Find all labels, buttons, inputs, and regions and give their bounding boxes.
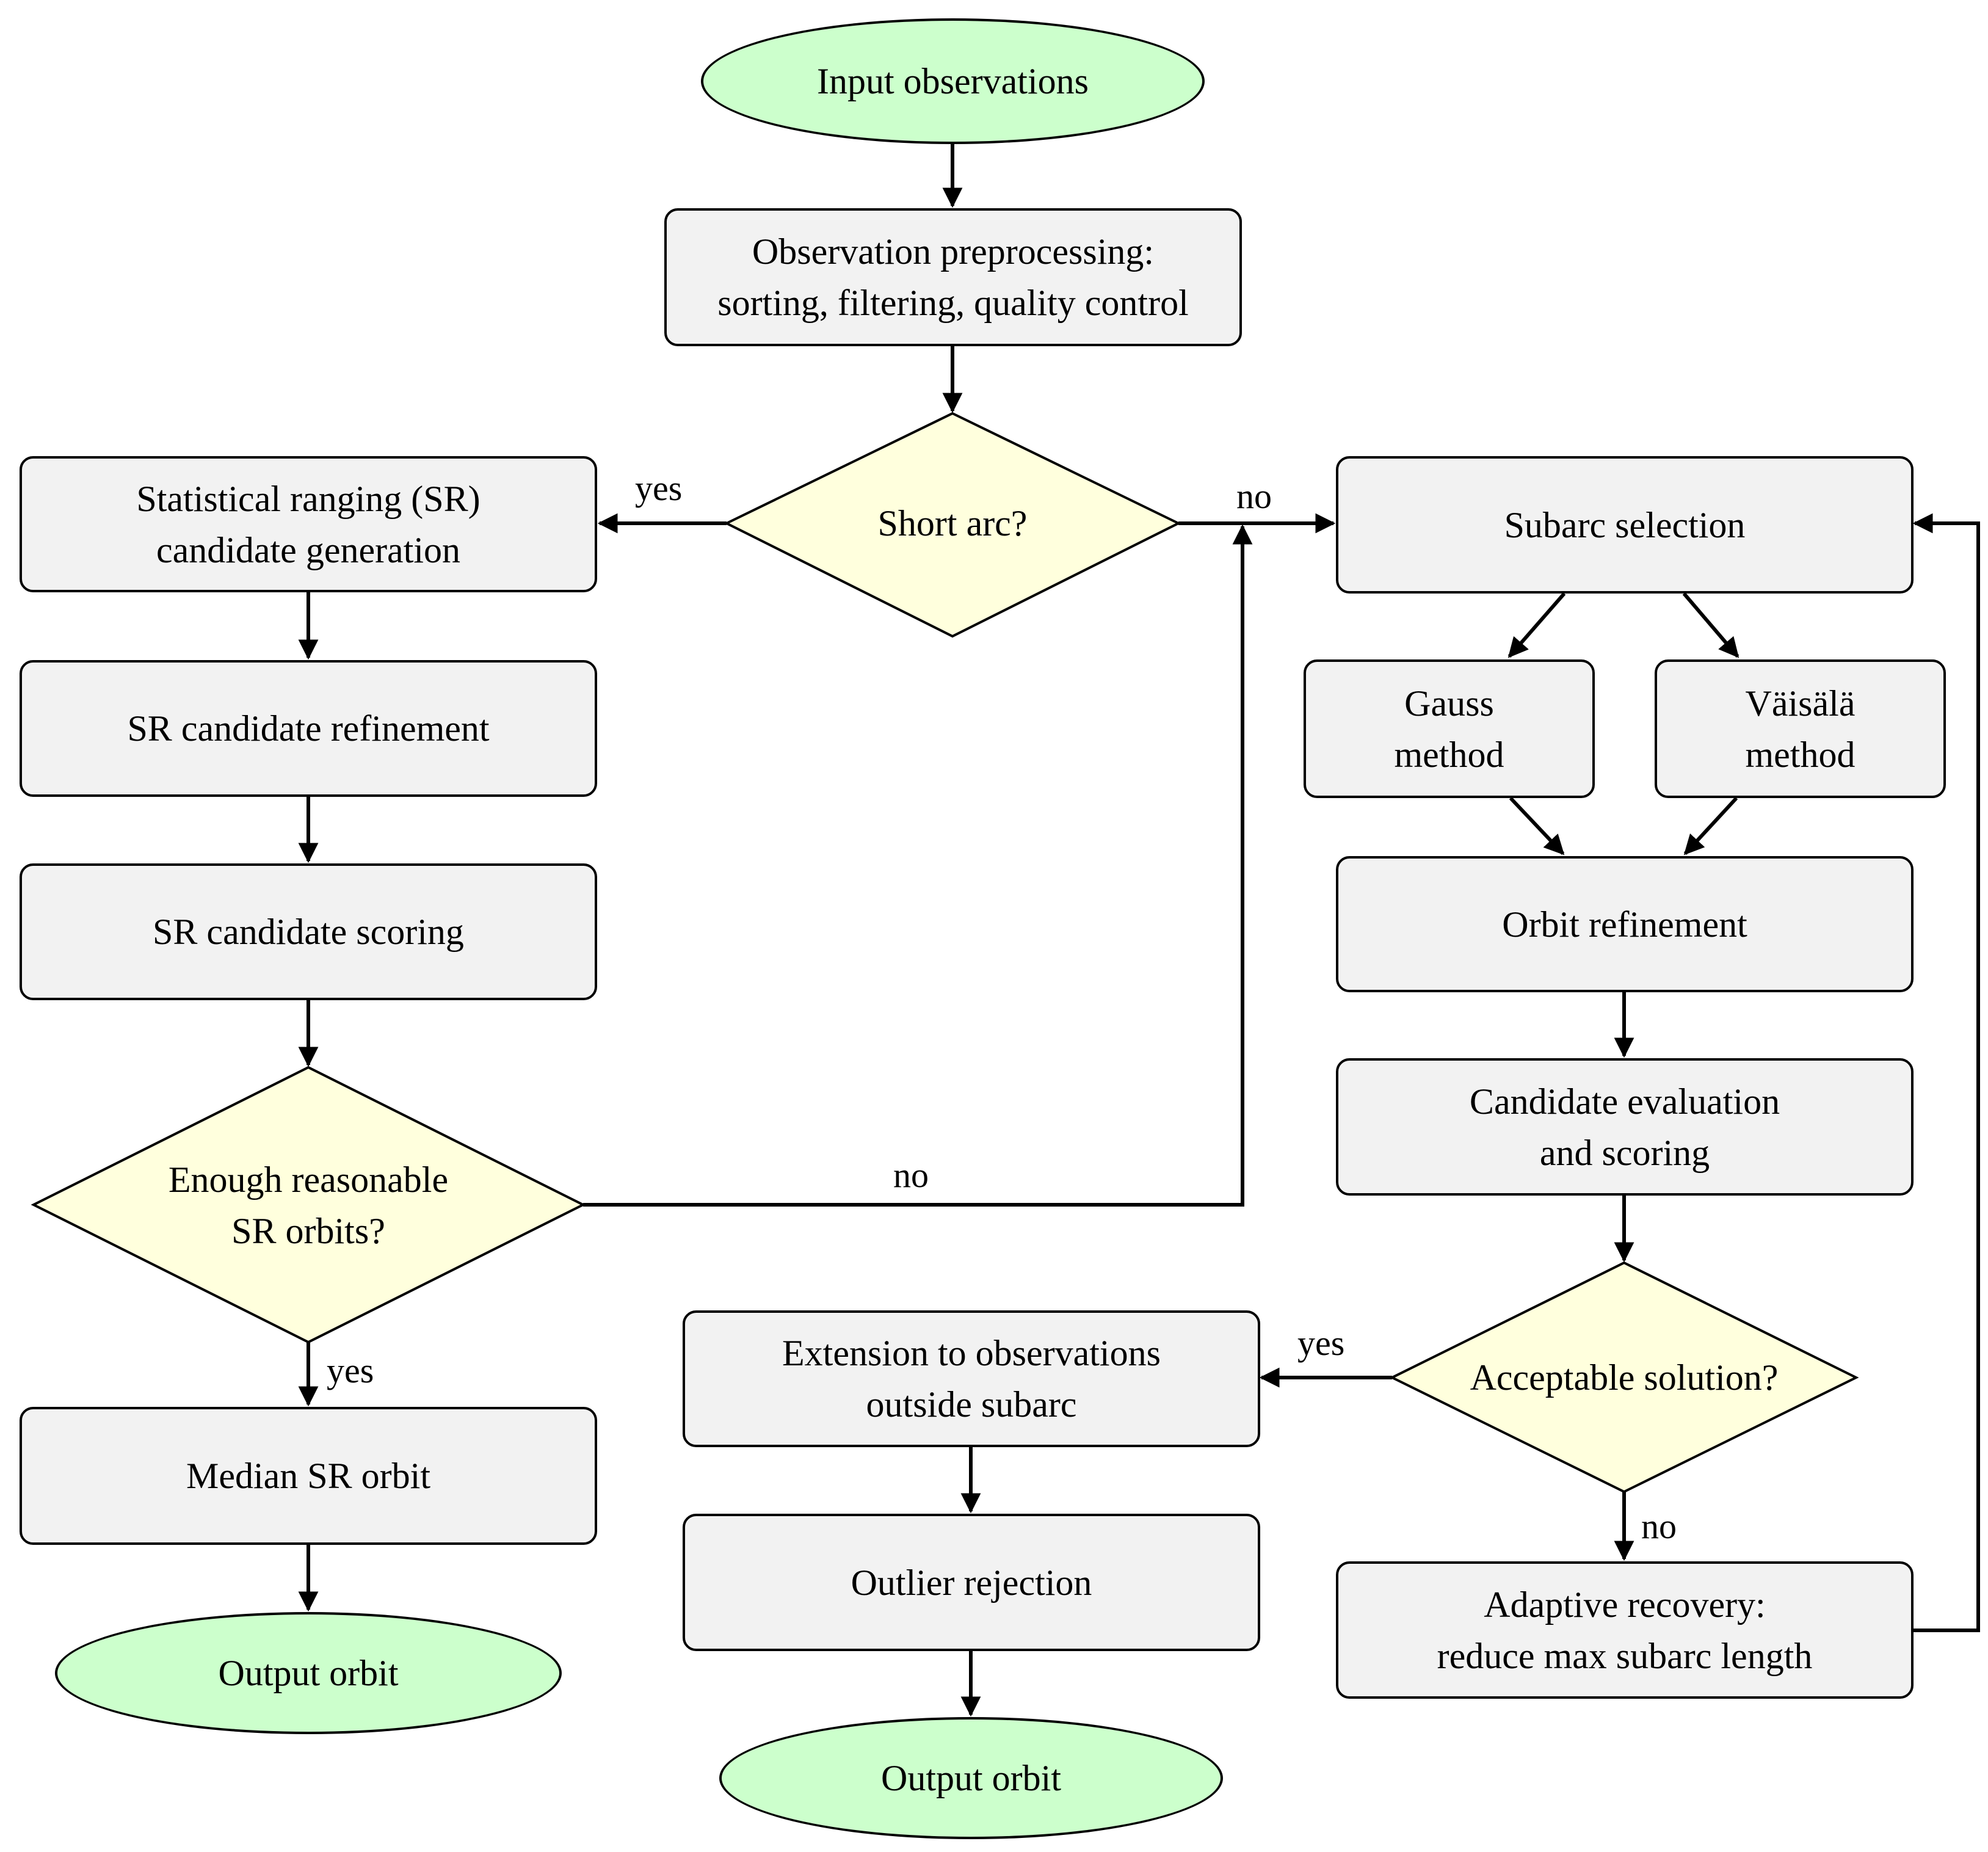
edge-subarc-to-gauss xyxy=(1507,592,1566,658)
decision-short-arc-label: Short arc? xyxy=(877,503,1028,543)
terminal-label: Output orbit xyxy=(881,1758,1061,1798)
process-orbit-refinement: Orbit refinement xyxy=(1336,856,1914,992)
process-label: Median SR orbit xyxy=(186,1456,430,1496)
edge-label-short-arc-no: no xyxy=(1236,476,1272,516)
process-label: SR candidate scoring xyxy=(153,912,464,952)
terminal-input-observations: Input observations xyxy=(701,18,1205,144)
decision-short-arc-shape xyxy=(724,412,1181,638)
terminal-label: Output orbit xyxy=(218,1653,399,1693)
process-label: Outlier rejection xyxy=(851,1562,1092,1603)
process-vaisala-method: Väisälä method xyxy=(1655,659,1946,798)
edge-gauss-to-orbit-refinement xyxy=(1509,796,1565,855)
process-label: Orbit refinement xyxy=(1502,904,1747,945)
edge-label-enough-sr-no: no xyxy=(893,1155,929,1195)
edge-subarc-to-vaisala xyxy=(1682,592,1740,658)
edge-label-short-arc-yes: yes xyxy=(635,468,683,508)
process-label: Subarc selection xyxy=(1504,504,1746,545)
terminal-output-orbit-middle: Output orbit xyxy=(719,1717,1223,1839)
decision-acceptable-label: Acceptable solution? xyxy=(1470,1357,1779,1398)
process-subarc-selection: Subarc selection xyxy=(1336,456,1914,594)
process-label: Väisälä method xyxy=(1745,683,1856,775)
edge-enough-sr-no xyxy=(583,524,1253,1207)
process-sr-generation: Statistical ranging (SR) candidate gener… xyxy=(20,456,597,592)
edge-label-enough-sr-yes: yes xyxy=(327,1351,374,1390)
process-sr-refinement: SR candidate refinement xyxy=(20,660,597,797)
process-label: Observation preprocessing: sorting, filt… xyxy=(717,231,1189,323)
process-label: Candidate evaluation and scoring xyxy=(1469,1081,1780,1173)
terminal-output-orbit-left: Output orbit xyxy=(55,1612,562,1734)
process-extension: Extension to observations outside subarc xyxy=(683,1310,1260,1447)
decision-enough-sr-label: Enough reasonable SR orbits? xyxy=(168,1160,449,1251)
process-outlier-rejection: Outlier rejection xyxy=(683,1514,1260,1651)
process-label: Extension to observations outside subarc xyxy=(782,1333,1161,1425)
terminal-label: Input observations xyxy=(817,61,1089,101)
process-label: Statistical ranging (SR) candidate gener… xyxy=(136,478,481,570)
process-label: SR candidate refinement xyxy=(127,708,490,749)
edge-adaptive-loop-back xyxy=(1911,513,1980,1632)
process-gauss-method: Gauss method xyxy=(1304,659,1595,798)
edge-label-acceptable-yes: yes xyxy=(1297,1323,1345,1363)
process-preprocessing: Observation preprocessing: sorting, filt… xyxy=(664,208,1242,346)
process-sr-scoring: SR candidate scoring xyxy=(20,863,597,1000)
process-adaptive-recovery: Adaptive recovery: reduce max subarc len… xyxy=(1336,1561,1914,1699)
process-label: Adaptive recovery: reduce max subarc len… xyxy=(1437,1584,1813,1676)
edge-vaisala-to-orbit-refinement xyxy=(1683,796,1738,855)
process-label: Gauss method xyxy=(1394,683,1504,775)
process-median-sr-orbit: Median SR orbit xyxy=(20,1407,597,1545)
process-candidate-evaluation: Candidate evaluation and scoring xyxy=(1336,1058,1914,1196)
edge-label-acceptable-no: no xyxy=(1641,1506,1677,1546)
